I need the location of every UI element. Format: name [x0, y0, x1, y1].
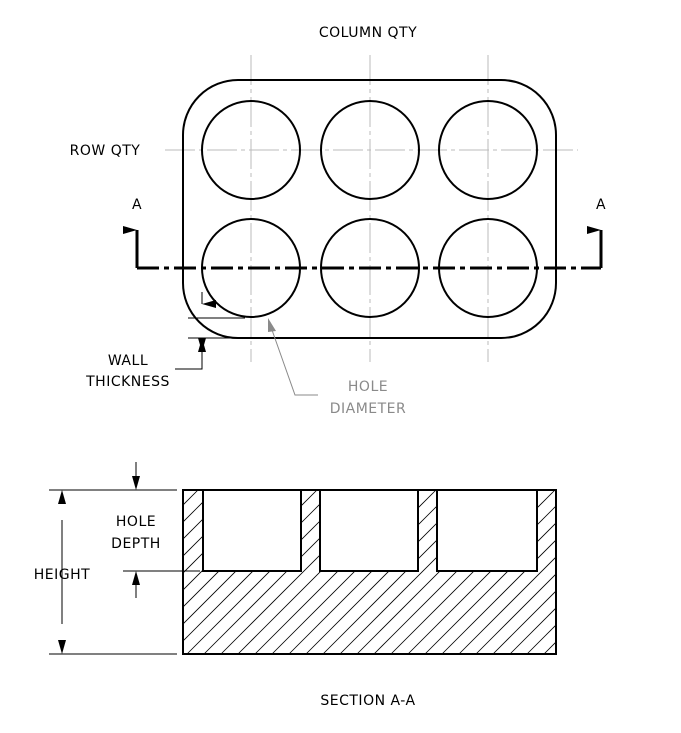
top-view: COLUMN QTY ROW QTY A A	[70, 25, 606, 417]
column-qty-label: COLUMN QTY	[319, 25, 417, 41]
wall-thickness-dimension: WALL THICKNESS	[85, 292, 250, 390]
section-view: HEIGHT HOLE DEPTH SECTION A-A	[34, 462, 681, 709]
hatch-line	[561, 490, 681, 654]
hole	[320, 218, 420, 318]
section-marker-left: A	[132, 197, 142, 213]
hatch-line	[183, 490, 216, 654]
hatch-line	[543, 490, 556, 654]
hatch-line	[509, 490, 556, 654]
hatch-line	[595, 490, 681, 654]
holes-top	[201, 100, 538, 318]
hole-diameter-label-line2: DIAMETER	[330, 401, 407, 417]
hole-section	[319, 489, 419, 572]
hatch-line	[629, 490, 681, 654]
wall-label-line1: WALL	[108, 353, 148, 369]
section-title: SECTION A-A	[320, 693, 415, 709]
hatch-line	[612, 490, 681, 654]
tray-outline	[182, 79, 557, 339]
hole-depth-dimension: HOLE DEPTH	[111, 462, 200, 598]
wall-label-line2: THICKNESS	[85, 374, 170, 390]
hole-section	[436, 489, 538, 572]
centerlines	[165, 55, 578, 362]
hole-section	[202, 489, 302, 572]
hole-depth-label-line1: HOLE	[116, 514, 156, 530]
section-marker-right: A	[596, 197, 606, 213]
hatch-line	[578, 490, 681, 654]
hole-diameter-label-line1: HOLE	[348, 379, 388, 395]
hole	[320, 100, 420, 200]
hatch-line	[458, 490, 556, 654]
hatch-line	[526, 490, 556, 654]
hatch-line	[663, 490, 681, 654]
hatch-line	[492, 490, 556, 654]
hatch-line	[646, 490, 681, 654]
hole	[438, 100, 538, 200]
height-label: HEIGHT	[34, 567, 90, 583]
hole-diameter-leader: HOLE DIAMETER	[268, 318, 406, 417]
row-qty-label: ROW QTY	[70, 143, 141, 159]
hole	[201, 100, 301, 200]
height-dimension: HEIGHT	[34, 489, 177, 655]
hole-depth-label-line2: DEPTH	[111, 536, 161, 552]
hatch-line	[475, 490, 556, 654]
section-line: A A	[123, 197, 606, 270]
